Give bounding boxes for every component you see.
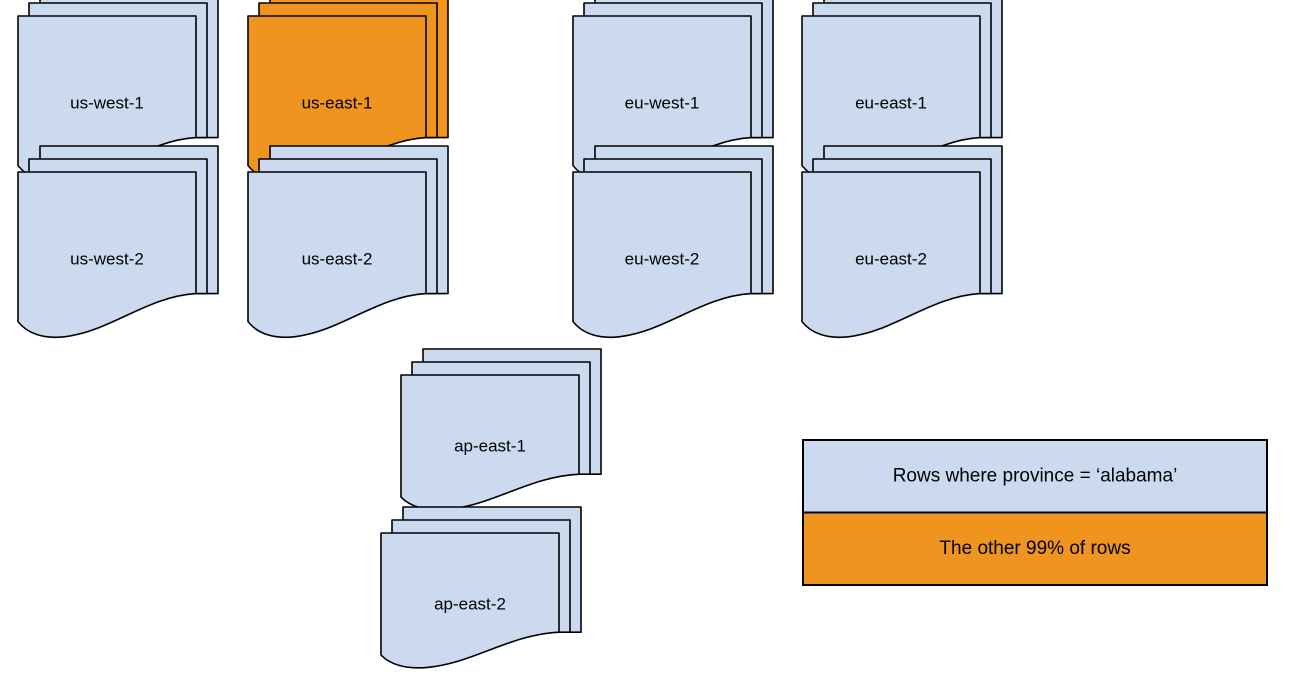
region-stack-us-west-1[interactable]: us-west-1 <box>17 0 219 183</box>
stack-sheet-front[interactable] <box>801 171 981 339</box>
region-stack-label: us-east-1 <box>302 94 373 113</box>
stack-sheet-front[interactable] <box>380 532 560 669</box>
region-stack-label: ap-east-1 <box>454 436 526 455</box>
stack-sheet-front[interactable] <box>247 171 427 339</box>
region-stack-eu-east-1[interactable]: eu-east-1 <box>801 0 1003 183</box>
region-stack-label: eu-east-1 <box>855 94 927 113</box>
region-stack-us-east-1[interactable]: us-east-1 <box>247 0 449 183</box>
legend-swatch <box>802 511 1268 586</box>
legend-label: Rows where province = ‘alabama’ <box>893 465 1178 486</box>
region-stack-eu-west-2[interactable]: eu-west-2 <box>572 145 774 339</box>
region-stack-us-west-2[interactable]: us-west-2 <box>17 145 219 339</box>
region-stack-eu-west-1[interactable]: eu-west-1 <box>572 0 774 183</box>
region-stack-label: us-west-2 <box>70 250 144 269</box>
stack-sheet-front[interactable] <box>572 171 752 339</box>
legend-swatch <box>802 439 1268 514</box>
region-stack-label: eu-west-1 <box>625 94 700 113</box>
region-stacks-group: us-west-1 us-west-2 us-east-1 us-east-2 eu-w… <box>17 0 1003 669</box>
region-stack-ap-east-2[interactable]: ap-east-2 <box>380 506 582 669</box>
region-stack-label: eu-west-2 <box>625 250 700 269</box>
stack-sheet-front[interactable] <box>17 171 197 339</box>
legend-group: Rows where province = ‘alabama’ The other… <box>802 439 1268 586</box>
legend-label: The other 99% of rows <box>939 538 1130 559</box>
region-stack-us-east-2[interactable]: us-east-2 <box>247 145 449 339</box>
region-stack-label: eu-east-2 <box>855 250 927 269</box>
legend-row-alabama[interactable]: Rows where province = ‘alabama’ <box>802 439 1268 514</box>
region-stack-eu-east-2[interactable]: eu-east-2 <box>801 145 1003 339</box>
region-stack-label: us-east-2 <box>302 250 373 269</box>
region-stack-label: us-west-1 <box>70 94 144 113</box>
region-stack-label: ap-east-2 <box>434 594 506 613</box>
region-stack-ap-east-1[interactable]: ap-east-1 <box>400 348 602 511</box>
legend-row-other[interactable]: The other 99% of rows <box>802 511 1268 586</box>
